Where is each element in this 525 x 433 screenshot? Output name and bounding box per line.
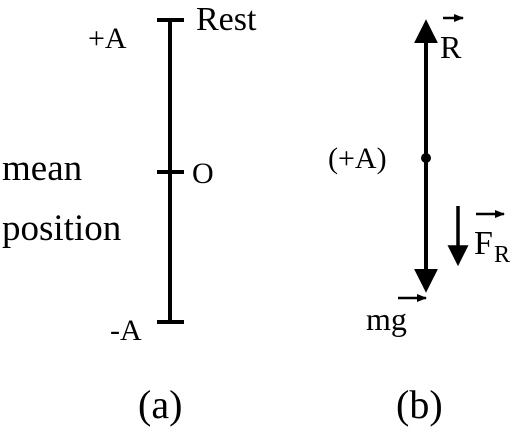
restoring-force-label: F xyxy=(474,225,493,262)
position-label-b: (+A) xyxy=(328,142,387,175)
bottom-amplitude-label: -A xyxy=(110,314,142,347)
reaction-label: R xyxy=(440,29,462,65)
restoring-force-subscript: R xyxy=(494,242,510,268)
panel-a: +A Rest mean position O -A (a) xyxy=(2,1,257,427)
top-amplitude-label: +A xyxy=(88,22,127,55)
mean-label: mean xyxy=(2,148,82,189)
weight-label: mg xyxy=(366,301,407,337)
origin-label: O xyxy=(192,157,214,190)
caption-b: (b) xyxy=(396,382,443,427)
panel-b: R (+A) F R mg (b) xyxy=(328,14,510,427)
caption-a: (a) xyxy=(138,382,182,427)
rest-label: Rest xyxy=(196,1,257,38)
body-point xyxy=(421,153,431,163)
position-label: position xyxy=(2,208,121,249)
